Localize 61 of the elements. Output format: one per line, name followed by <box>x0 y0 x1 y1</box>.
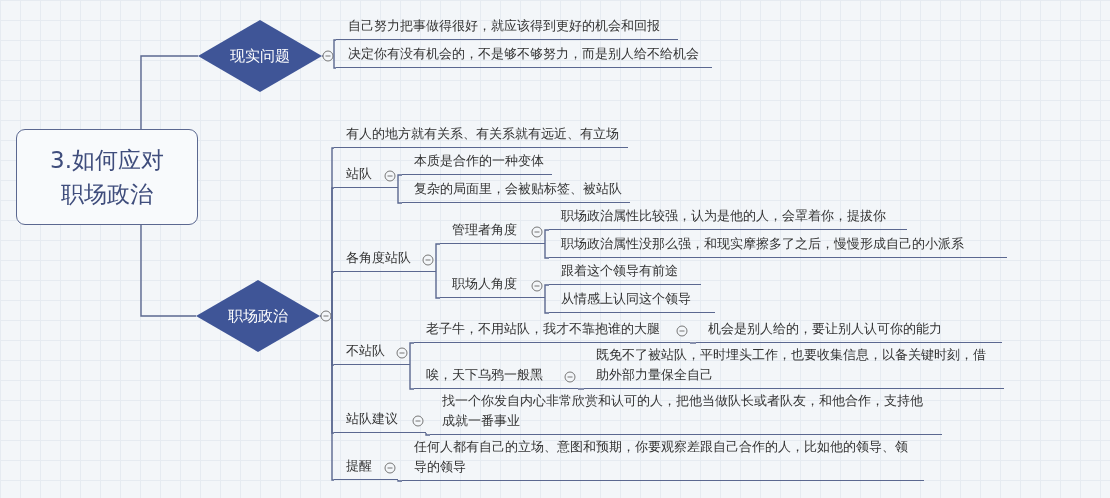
subtopic-text: 跟着这个领导有前途 <box>561 262 679 280</box>
connector-line <box>435 271 441 299</box>
subtopic-node <box>334 124 628 148</box>
subtopic-text: 职场人角度 <box>452 275 518 293</box>
connector-line <box>331 315 335 481</box>
subtopic-text: 本质是合作的一种变体 <box>414 152 544 170</box>
subtopic-node <box>549 206 907 230</box>
connector-line <box>409 342 415 366</box>
connector-line <box>140 55 199 130</box>
subtopic-text: 机会是别人给的，要让别人认可你的能力 <box>708 320 943 338</box>
subtopic-text: 站队建议 <box>346 410 399 428</box>
connector-line <box>397 479 403 482</box>
subtopic-node <box>402 151 552 175</box>
subtopic-text: 决定你有没有机会的，不是够不够努力，而是别人给不给机会 <box>348 45 700 63</box>
central-topic-text: 3.如何应对职场政治 <box>49 146 165 209</box>
subtopic-node <box>402 437 924 481</box>
subtopic-text: 管理者角度 <box>452 221 518 239</box>
topic-label: 职场政治 <box>228 306 288 326</box>
subtopic-text: 自己努力把事做得很好，就应该得到更好的机会和回报 <box>348 17 661 35</box>
subtopic-text: 不站队 <box>346 342 386 360</box>
connector-line <box>689 342 697 344</box>
subtopic-node <box>549 234 1007 258</box>
subtopic-text: 复杂的局面里，会被贴标签、被站队 <box>414 180 622 198</box>
subtopic-text: 任何人都有自己的立场、意图和预期，你要观察差跟自己合作的人，比如他的领导、领导的领导 <box>414 438 909 476</box>
connector-line <box>397 174 403 189</box>
connector-line <box>544 229 550 245</box>
subtopic-node <box>336 44 712 68</box>
connector-line <box>333 55 337 69</box>
connector-line <box>397 187 403 204</box>
subtopic-text: 找一个你发自内心非常欣赏和认可的人，把他当做队长或者队友，和他合作，支持他成就一番事业 <box>442 392 924 430</box>
connector-line <box>577 388 585 390</box>
subtopic-text: 老子牛，不用站队，我才不靠抱谁的大腿 <box>426 320 661 338</box>
connector-line <box>544 243 550 259</box>
topic-label: 现实问题 <box>230 46 290 66</box>
central-topic-box <box>16 129 198 225</box>
subtopic-text: 各角度站队 <box>346 249 412 267</box>
subtopic-node <box>696 319 1002 343</box>
connector-line <box>140 224 197 317</box>
subtopic-text: 提醒 <box>346 457 373 475</box>
connector-line <box>435 243 441 273</box>
connector-line <box>409 364 415 390</box>
subtopic-node <box>549 289 715 313</box>
subtopic-text: 职场政治属性没那么强，和现实摩擦多了之后，慢慢形成自己的小派系 <box>561 235 965 253</box>
topic-diamond <box>198 20 334 92</box>
subtopic-node <box>549 261 701 285</box>
subtopic-text: 有人的地方就有关系、有关系就有远近、有立场 <box>346 125 620 143</box>
subtopic-text: 职场政治属性比较强，认为是他的人，会罩着你，提拔你 <box>561 207 887 225</box>
connector-line <box>331 271 335 317</box>
connector-line <box>544 284 550 299</box>
connector-line <box>333 39 337 57</box>
subtopic-text: 既免不了被站队，平时埋头工作，也要收集信息，以备关键时刻，借助外部力量保全自己 <box>596 346 987 384</box>
subtopic-node <box>402 179 630 203</box>
connector-line <box>425 432 431 436</box>
topic-diamond <box>196 280 332 352</box>
subtopic-text: 唉，天下乌鸦一般黑 <box>426 366 544 384</box>
subtopic-text: 从情感上认同这个领导 <box>561 290 692 308</box>
connector-line <box>544 297 550 314</box>
subtopic-node <box>430 391 942 435</box>
subtopic-node <box>584 345 1004 389</box>
subtopic-text: 站队 <box>346 165 373 183</box>
subtopic-node <box>336 16 678 40</box>
